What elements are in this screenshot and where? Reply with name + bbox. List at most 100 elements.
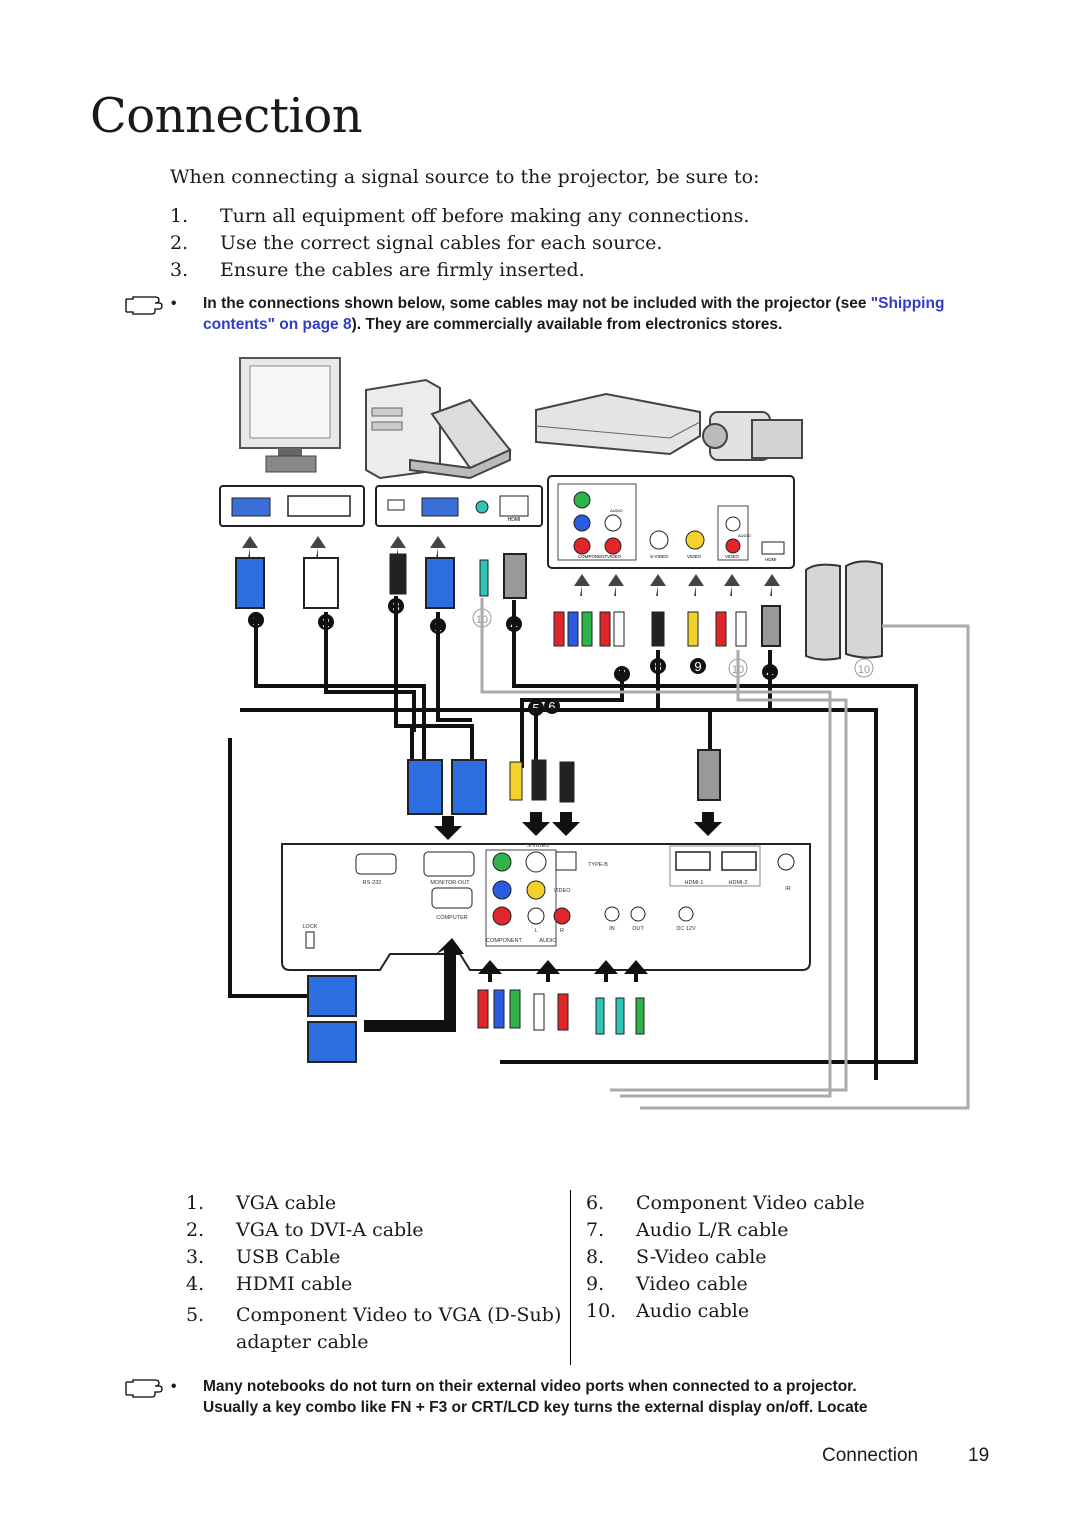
cable-number: 8. — [586, 1246, 605, 1268]
list-item: adapter cable — [186, 1331, 561, 1358]
camcorder-icon — [702, 411, 803, 461]
rs232-label: RS-232 — [363, 880, 382, 886]
vga-plug — [235, 557, 265, 609]
cable-number: 1. — [186, 1192, 205, 1214]
note-text: In the connections shown below, some cab… — [203, 293, 1003, 335]
connection-diagram: HDMI COMPONENT VIDEO S-VIDEO VIDEO VIDEO… — [219, 357, 970, 1110]
laptop-icon — [409, 398, 512, 480]
bottom-rca-plugs — [477, 989, 645, 1035]
cable-number: 2. — [186, 1219, 205, 1241]
video-label: VIDEO — [607, 554, 622, 559]
hdmi-plug — [503, 553, 527, 599]
bullet: • — [171, 295, 177, 312]
callout-10c: 10 — [858, 664, 870, 676]
hdmi-1-label: HDMI-1 — [685, 880, 704, 886]
callout-6: 6 — [548, 699, 555, 714]
computer-label: COMPUTER — [436, 915, 468, 921]
arrow-icons — [242, 536, 780, 596]
audio-cable-routes — [480, 598, 970, 1110]
projector-panel — [281, 843, 811, 971]
note-text-end: ). They are commercially available from … — [351, 316, 783, 333]
hdmi-label-2: HDMI — [765, 557, 777, 562]
step-text: Use the correct signal cables for each s… — [220, 232, 663, 254]
laptop-port-strip: HDMI — [375, 485, 543, 527]
lock-label: LOCK — [303, 924, 318, 930]
cable-name: adapter cable — [236, 1331, 369, 1353]
callout-9: 9 — [694, 659, 701, 674]
av-port-strip: COMPONENT VIDEO S-VIDEO VIDEO VIDEO HDMI… — [547, 475, 795, 569]
audio-label: AUDIO — [610, 508, 623, 513]
step-number: 3. — [170, 259, 189, 281]
pointing-hand-icon — [125, 1379, 163, 1398]
bullet: • — [171, 1378, 177, 1395]
rca-plugs — [553, 605, 781, 647]
cable-number: 7. — [586, 1219, 605, 1241]
step-text: Turn all equipment off before making any… — [220, 205, 750, 227]
list-item: 2. Use the correct signal cables for each… — [170, 232, 749, 259]
dc-label: DC 12V — [676, 926, 696, 932]
cable-number: 10. — [586, 1300, 617, 1322]
up-arrow-icons-bottom — [478, 960, 648, 982]
cable-list-right: 6.Component Video cable 7.Audio L/R cabl… — [586, 1192, 865, 1327]
s-video-port-label: S-VIDEO — [527, 843, 550, 849]
audio-port-label: AUDIO — [539, 938, 557, 944]
video-port-label: VIDEO — [553, 888, 571, 894]
pointing-hand-icon — [125, 296, 163, 315]
audio-label-2: AUDIO — [738, 533, 751, 538]
usb-plug — [389, 553, 407, 595]
audio-r-label: R — [560, 928, 564, 934]
bottom-vga-plugs — [307, 975, 357, 1063]
cable-number: 3. — [186, 1246, 205, 1268]
vga-plugs-middle — [407, 759, 487, 815]
speakers-icon — [805, 560, 883, 661]
dvi-plug — [303, 557, 339, 609]
cable-name: S-Video cable — [636, 1246, 767, 1268]
cable-number: 5. — [186, 1304, 205, 1326]
cable-routes — [228, 596, 918, 1080]
footer-section: Connection — [822, 1445, 919, 1466]
page-number: 19 — [968, 1445, 990, 1466]
note-text-start: In the connections shown below, some cab… — [203, 295, 871, 312]
list-item: 6.Component Video cable — [586, 1192, 865, 1219]
list-item: 10. Audio cable — [586, 1300, 865, 1327]
note-line-2: Usually a key combo like FN + F3 or CRT/… — [203, 1399, 868, 1416]
hdmi-label: HDMI — [508, 517, 521, 523]
list-item: 7.Audio L/R cable — [586, 1219, 865, 1246]
audio-plug — [479, 559, 489, 597]
list-item: 9. Video cable — [586, 1273, 865, 1300]
list-item: 5. Component Video to VGA (D-Sub) — [186, 1304, 561, 1331]
list-item: 1. Turn all equipment off before making a… — [170, 205, 749, 232]
computer-port-strip — [219, 485, 365, 527]
ir-label: IR — [785, 886, 791, 892]
component-port-label: COMPONENT — [486, 938, 522, 944]
monitor-icon — [239, 357, 341, 473]
step-number: 1. — [170, 205, 189, 227]
cable-number: 9. — [586, 1273, 605, 1295]
cable-number — [186, 1331, 236, 1358]
cable-name: HDMI cable — [236, 1273, 353, 1295]
cable-name: USB Cable — [236, 1246, 341, 1268]
steps-list: 1. Turn all equipment off before making a… — [170, 205, 749, 286]
cable-number: 4. — [186, 1273, 205, 1295]
note-text: Many notebooks do not turn on their exte… — [203, 1376, 1003, 1418]
list-item: 1. VGA cable — [186, 1192, 561, 1219]
av-plugs-middle — [509, 749, 721, 803]
page-title: Connection — [90, 88, 363, 144]
cable-name: Component Video cable — [636, 1192, 865, 1214]
shipping-contents-link[interactable]: "Shipping contents" on page 8 — [203, 295, 945, 333]
audio-in-label: IN — [609, 926, 615, 932]
hdmi-2-label: HDMI-2 — [729, 880, 748, 886]
vga-plug-2 — [425, 557, 455, 609]
cable-name: VGA cable — [236, 1192, 337, 1214]
list-item: 3. USB Cable — [186, 1246, 561, 1273]
list-item: 4. HDMI cable — [186, 1273, 561, 1300]
cable-name: Audio cable — [636, 1300, 750, 1322]
s-video-label: S-VIDEO — [650, 554, 669, 559]
component-label: COMPONENT — [578, 554, 608, 559]
type-b-label: TYPE-B — [588, 862, 608, 868]
cable-name: Video cable — [636, 1273, 748, 1295]
cable-name: Component Video to VGA (D-Sub) — [236, 1304, 562, 1326]
step-number: 2. — [170, 232, 189, 254]
adapter-arrow-icon — [364, 938, 464, 1032]
dvd-player-icon — [535, 392, 701, 456]
